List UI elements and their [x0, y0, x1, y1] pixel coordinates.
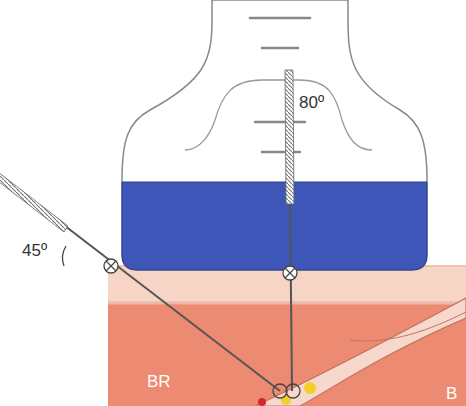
artery	[258, 398, 266, 406]
needle-hub	[285, 70, 294, 204]
angle-label: 45º	[22, 242, 47, 259]
muscle-layer	[108, 303, 466, 406]
muscle-label: BR	[147, 373, 171, 390]
ultrasound-probe	[122, 0, 427, 270]
fascia	[255, 298, 466, 406]
needle	[290, 200, 292, 391]
angle-label: 80º	[299, 94, 324, 111]
nerve	[304, 382, 316, 394]
probe-footprint	[122, 182, 427, 270]
muscle-label: B	[446, 385, 457, 402]
angle-arc	[62, 246, 66, 266]
needle-hub	[0, 172, 68, 232]
